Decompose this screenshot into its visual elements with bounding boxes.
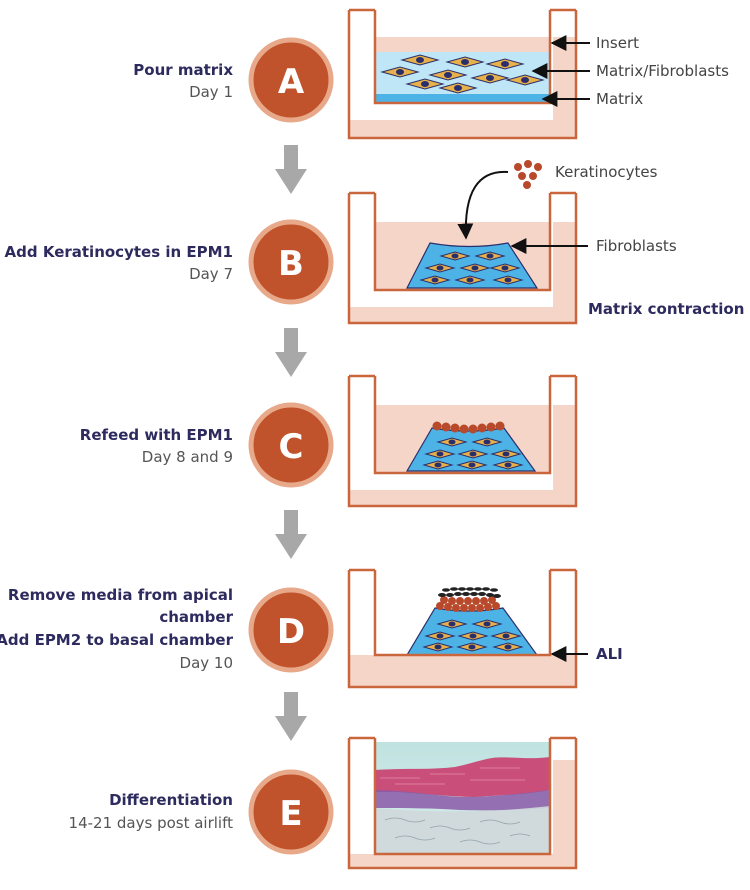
step-a-letter: A — [278, 62, 305, 102]
keratinocytes-icon — [514, 160, 542, 189]
label-matrix-fibroblasts: Matrix/Fibroblasts — [596, 62, 729, 80]
step-e-day: 14-21 days post airlift — [69, 814, 234, 832]
step-c-day: Day 8 and 9 — [142, 448, 233, 466]
well-b — [347, 191, 578, 325]
label-insert: Insert — [596, 34, 639, 52]
step-b-badge: B — [248, 219, 334, 305]
step-c-badge: C — [248, 402, 334, 488]
label-fibroblasts: Fibroblasts — [596, 237, 677, 255]
down-arrow-icon — [275, 145, 307, 194]
keratinocytes-arrow — [457, 170, 509, 240]
well-e — [347, 736, 578, 870]
step-c-letter: C — [279, 427, 304, 467]
down-arrow-icon — [275, 692, 307, 741]
well-a-labels: Insert Matrix/Fibroblasts Matrix — [531, 34, 729, 108]
step-e-letter: E — [279, 794, 302, 834]
step-c-text: Refeed with EPM1 Day 8 and 9 — [80, 426, 233, 466]
down-arrow-icon — [275, 510, 307, 559]
step-d-badge: D — [248, 587, 334, 673]
step-b-letter: B — [278, 244, 304, 284]
step-a-badge: A — [248, 37, 334, 123]
label-ali: ALI — [596, 645, 623, 663]
step-d-title-line3: Add EPM2 to basal chamber — [0, 631, 234, 649]
step-d-day: Day 10 — [180, 654, 233, 672]
step-a-day: Day 1 — [189, 83, 233, 101]
step-a-text: Pour matrix Day 1 — [133, 61, 233, 101]
down-arrow-icon — [275, 328, 307, 377]
step-d-letter: D — [277, 612, 305, 652]
well-a — [347, 8, 578, 140]
step-b-title: Add Keratinocytes in EPM1 — [5, 243, 233, 261]
well-c — [347, 374, 578, 508]
label-matrix: Matrix — [596, 90, 643, 108]
step-d-title-line1: Remove media from apical — [8, 586, 233, 604]
well-d — [347, 568, 578, 689]
step-a-title: Pour matrix — [133, 61, 233, 79]
label-matrix-contraction: Matrix contraction — [588, 300, 744, 318]
step-e-badge: E — [248, 769, 334, 855]
step-e-title: Differentiation — [109, 791, 233, 809]
label-keratinocytes: Keratinocytes — [555, 163, 658, 181]
step-d-title-line2: chamber — [159, 608, 233, 626]
step-b-text: Add Keratinocytes in EPM1 Day 7 — [5, 243, 233, 283]
step-c-title: Refeed with EPM1 — [80, 426, 233, 444]
step-e-text: Differentiation 14-21 days post airlift — [69, 791, 234, 832]
step-b-day: Day 7 — [189, 265, 233, 283]
step-d-text: Remove media from apical chamber Add EPM… — [0, 586, 234, 672]
